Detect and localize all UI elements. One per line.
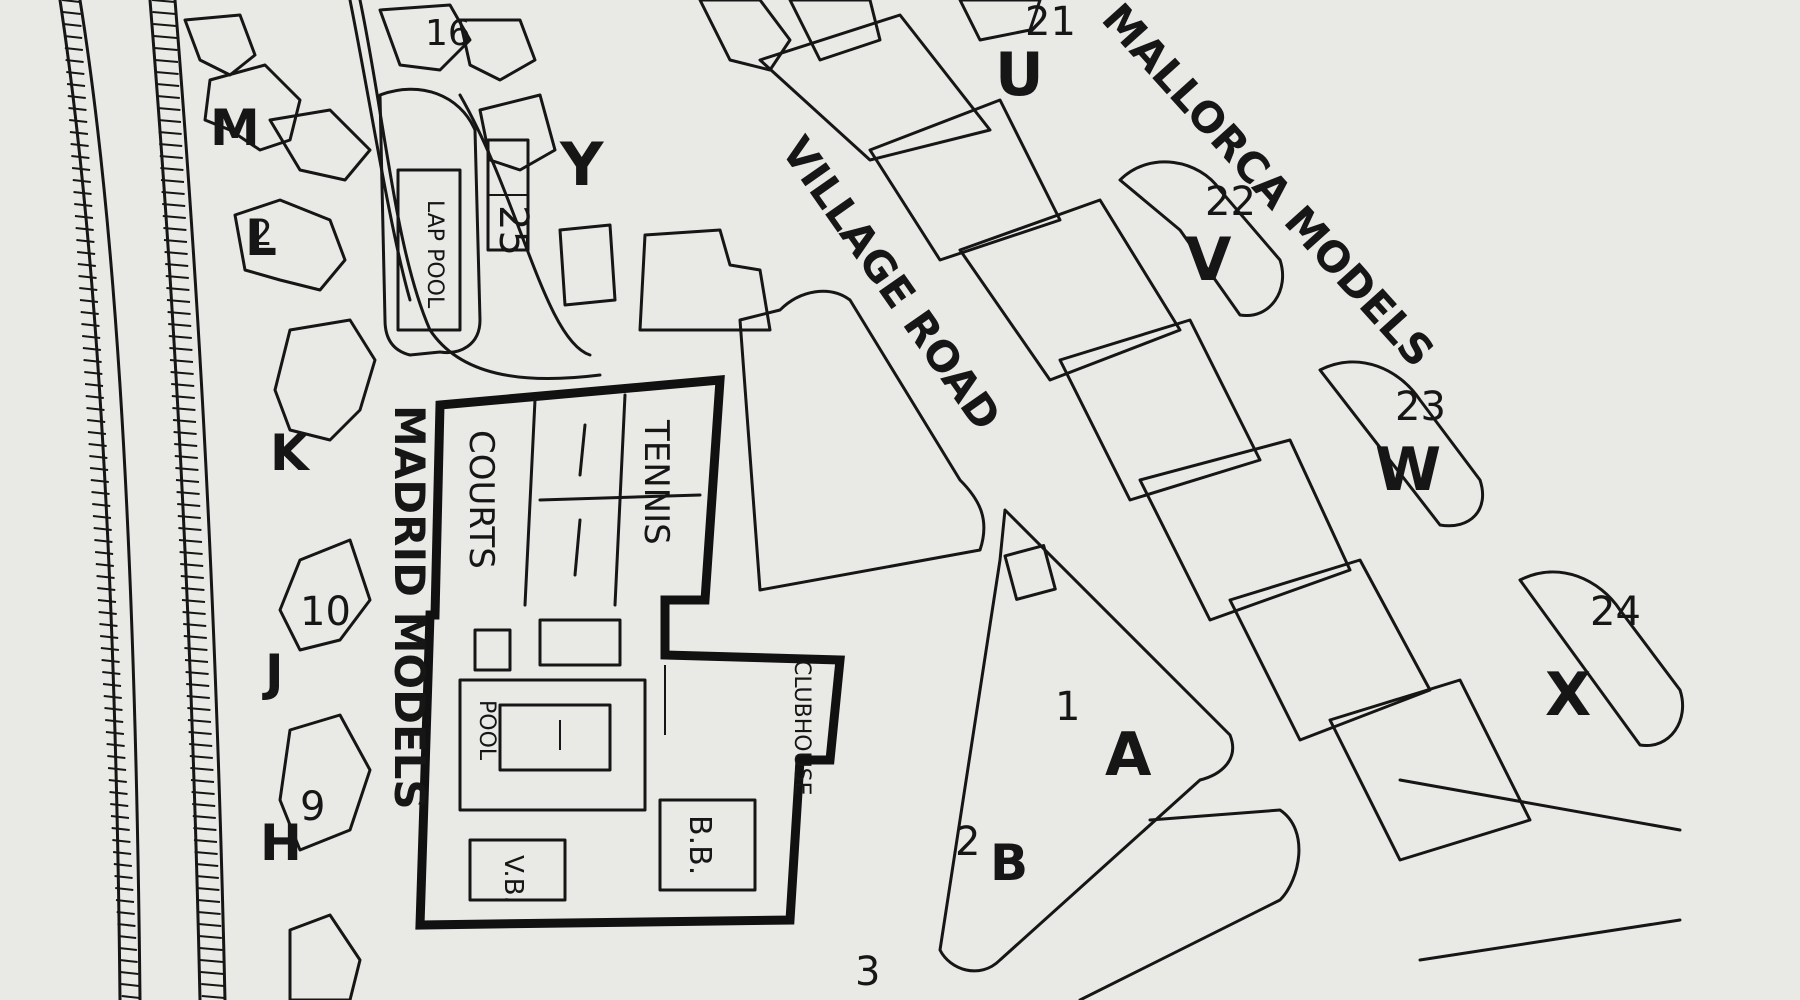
pool-label: POOL <box>474 700 499 761</box>
svg-text:K: K <box>270 424 311 482</box>
svg-text:M: M <box>210 99 260 157</box>
svg-text:1: 1 <box>1055 684 1080 730</box>
building-letters: M L K J H Y U V W X A B <box>210 40 1591 892</box>
clubhouse-label: CLUBHOUSE <box>789 660 814 796</box>
lap-pool-label: LAP POOL <box>422 200 447 309</box>
mallorca-buildings <box>698 0 1685 962</box>
svg-text:X: X <box>1545 660 1591 730</box>
courts-label: COURTS <box>461 430 501 569</box>
svg-text:U: U <box>995 40 1044 110</box>
bb-label: B.B. <box>682 815 717 875</box>
tennis-clubhouse-complex: TENNIS COURTS POOL B.B. V.B. CLUBHOUSE <box>415 375 845 930</box>
tennis-label: TENNIS <box>636 419 676 545</box>
left-border-highway <box>58 0 227 1000</box>
svg-text:Y: Y <box>559 130 605 200</box>
svg-text:21: 21 <box>1025 0 1076 45</box>
svg-text:25: 25 <box>490 205 536 256</box>
svg-text:10: 10 <box>300 589 351 635</box>
svg-text:16: 16 <box>425 13 471 54</box>
madrid-models-label: MADRID MODELS <box>385 405 434 810</box>
svg-text:W: W <box>1375 435 1441 505</box>
vb-label: V.B. <box>498 855 528 904</box>
building-y-25: 25 <box>486 138 536 256</box>
svg-text:2: 2 <box>250 213 273 254</box>
svg-text:J: J <box>262 644 284 702</box>
svg-text:L: L <box>245 209 277 267</box>
svg-text:23: 23 <box>1395 384 1446 430</box>
svg-text:3: 3 <box>855 949 880 995</box>
building-numbers: 2 10 9 3 16 21 22 23 24 1 2 <box>250 0 1641 995</box>
svg-text:24: 24 <box>1590 589 1641 635</box>
svg-text:B: B <box>990 834 1028 892</box>
svg-text:H: H <box>260 814 302 872</box>
svg-text:V: V <box>1185 225 1232 295</box>
svg-text:22: 22 <box>1205 179 1256 225</box>
parking-central <box>638 228 1301 1000</box>
svg-text:A: A <box>1105 720 1152 790</box>
madrid-buildings-top <box>183 3 617 1000</box>
svg-text:9: 9 <box>300 784 325 830</box>
svg-text:2: 2 <box>955 819 980 865</box>
lap-pool: LAP POOL <box>378 87 482 357</box>
